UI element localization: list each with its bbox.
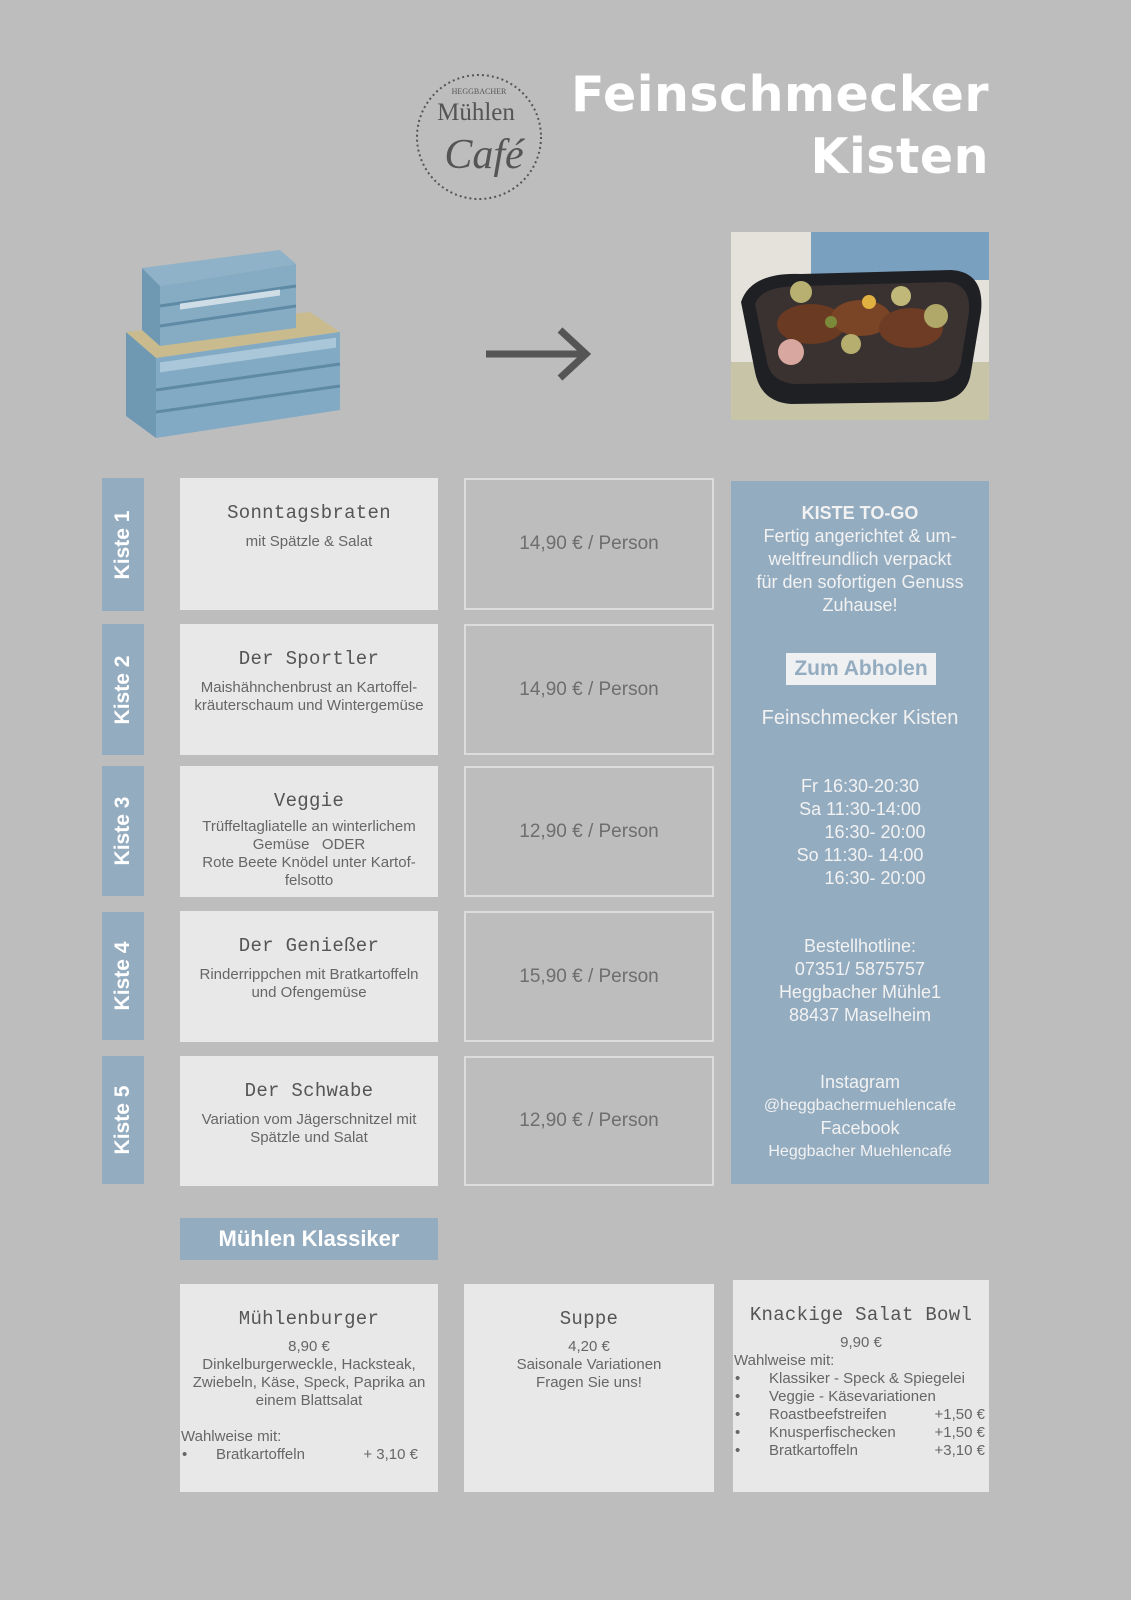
kiste-tab-4: Kiste 4: [102, 912, 144, 1040]
kiste-tab-3: Kiste 3: [102, 766, 144, 896]
dish-price: 8,90 €: [288, 1338, 330, 1355]
dish-name: Veggie: [273, 790, 345, 812]
pickup-badge: Zum Abholen: [786, 653, 936, 685]
kiste-tab-5: Kiste 5: [102, 1056, 144, 1184]
price-label: 15,90 € / Person: [519, 965, 659, 987]
instagram-handle: @heggbachermuehlencafe: [763, 1097, 957, 1114]
kiste-tab-1: Kiste 1: [102, 478, 144, 611]
dish-card-2: Der Sportler Maishähnchenbrust an Kartof…: [180, 624, 438, 755]
dish-name: Suppe: [559, 1308, 619, 1330]
price-label: 14,90 € / Person: [519, 678, 659, 700]
dish-card-4: Der Genießer Rinderrippchen mit Bratkart…: [180, 911, 438, 1042]
dish-price: 9,90 €: [840, 1334, 882, 1351]
to-go-info-panel: KISTE TO-GO Fertig angerichtet & um- wel…: [731, 481, 989, 1184]
dish-name: Mühlenburger: [238, 1308, 380, 1330]
price-box-1: 14,90 € / Person: [464, 478, 714, 610]
section-title-klassiker: Mühlen Klassiker: [180, 1218, 438, 1260]
dish-description: Dinkelburgerweckle, Hacksteak, Zwiebeln,…: [192, 1356, 426, 1409]
list-item: Knusperfischecken+1,50 €: [733, 1424, 989, 1442]
title-line-1: Feinschmecker: [571, 66, 989, 123]
dish-description: mit Spätzle & Salat: [245, 533, 373, 550]
arrow-right-icon: [484, 326, 594, 382]
option-label: Wahlweise mit:: [734, 1352, 835, 1369]
option-list: Klassiker - Speck & Spiegelei Veggie - K…: [733, 1370, 989, 1460]
price-label: 14,90 € / Person: [519, 533, 659, 554]
dish-description: Maishähnchenbrust an Kartoffel- kräuters…: [194, 679, 424, 714]
dish-description: Rinderrippchen mit Bratkartoffeln und Of…: [199, 966, 419, 1001]
list-item: Bratkartoffeln+3,10 €: [733, 1442, 989, 1460]
price-label: 12,90 € / Person: [519, 820, 659, 842]
dish-description: Saisonale Variationen Fragen Sie uns!: [516, 1356, 662, 1391]
option-list: Bratkartoffeln+ 3,10 €: [180, 1446, 438, 1464]
dish-name: Knackige Salat Bowl: [749, 1304, 973, 1326]
food-dish-photo: [731, 232, 989, 420]
panel-intro: Fertig angerichtet & um- weltfreundlich …: [756, 526, 964, 615]
facebook-handle: Heggbacher Muehlencafé: [768, 1143, 952, 1160]
dish-price: 4,20 €: [568, 1338, 610, 1355]
logo-text-bottom: Café: [444, 132, 526, 178]
title-line-2: Kisten: [810, 128, 989, 185]
dish-description: Variation vom Jägerschnitzel mit Spätzle…: [201, 1111, 417, 1146]
klassiker-card-suppe: Suppe 4,20 € Saisonale Variationen Frage…: [464, 1284, 714, 1492]
list-item: Veggie - Käsevariationen: [733, 1388, 989, 1406]
cafe-logo: HEGGBACHER Mühlen Café: [412, 72, 546, 202]
option-label: Wahlweise mit:: [181, 1428, 282, 1445]
logo-text-top: HEGGBACHER: [452, 87, 507, 96]
dish-name: Der Genießer: [238, 935, 380, 957]
price-box-3: 12,90 € / Person: [464, 766, 714, 897]
phone-number: 07351/ 5875757: [794, 959, 926, 979]
dish-name: Sonntagsbraten: [227, 502, 391, 524]
dish-name: Der Schwabe: [244, 1080, 374, 1102]
panel-subtitle: Feinschmecker Kisten: [761, 707, 959, 729]
kiste-tab-2: Kiste 2: [102, 624, 144, 755]
contact-info: Bestellhotline: 07351/ 5875757 Heggbache…: [731, 935, 989, 1027]
page-title: Feinschmecker Kisten: [509, 64, 989, 188]
dish-card-5: Der Schwabe Variation vom Jägerschnitzel…: [180, 1056, 438, 1186]
dish-card-3: Veggie Trüffeltagliatelle an winterliche…: [180, 766, 438, 897]
dish-name: Der Sportler: [238, 648, 380, 670]
social-links: Instagram @heggbachermuehlencafe Faceboo…: [731, 1071, 989, 1163]
list-item: Klassiker - Speck & Spiegelei: [733, 1370, 989, 1388]
panel-heading: KISTE TO-GO: [801, 503, 919, 523]
dish-description: Trüffeltagliatelle an winterlichem Gemüs…: [202, 818, 416, 889]
price-box-4: 15,90 € / Person: [464, 911, 714, 1042]
list-item: Bratkartoffeln+ 3,10 €: [180, 1446, 438, 1464]
opening-hours: Fr 16:30-20:30 Sa 11:30-14:00 16:30- 20:…: [794, 776, 926, 888]
wooden-crate-image: [120, 240, 346, 440]
price-box-2: 14,90 € / Person: [464, 624, 714, 755]
klassiker-card-salat: Knackige Salat Bowl 9,90 € Wahlweise mit…: [733, 1280, 989, 1492]
dish-card-1: Sonntagsbraten mit Spätzle & Salat: [180, 478, 438, 610]
list-item: Roastbeefstreifen+1,50 €: [733, 1406, 989, 1424]
klassiker-card-burger: Mühlenburger 8,90 € Dinkelburgerweckle, …: [180, 1284, 438, 1492]
price-label: 12,90 € / Person: [519, 1110, 659, 1131]
price-box-5: 12,90 € / Person: [464, 1056, 714, 1186]
logo-text-mid: Mühlen: [437, 99, 515, 126]
